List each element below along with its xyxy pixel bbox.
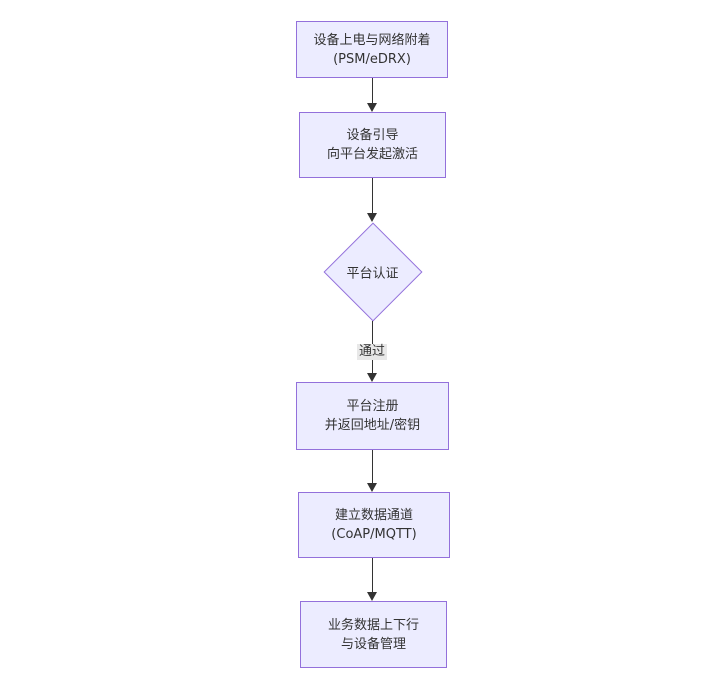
node-label-line: 并返回地址/密钥 <box>324 418 421 433</box>
node-label-line: (PSM/eDRX) <box>333 51 411 67</box>
node-device-bootstrap: 设备引导 向平台发起激活 <box>299 112 446 178</box>
node-platform-auth: 平台认证 <box>322 222 423 321</box>
node-label-line: 业务数据上下行 <box>327 617 419 633</box>
node-business-data: 业务数据上下行 与设备管理 <box>300 601 447 668</box>
node-label-line: 与设备管理 <box>340 636 406 652</box>
edge-label-pass: 通过 <box>356 344 388 360</box>
node-label-line: (CoAP/MQTT) <box>331 527 417 542</box>
edge-line-1 <box>372 78 373 104</box>
edge-line-3-lower <box>372 360 373 374</box>
node-label-line: 设备上电与网络附着 <box>313 32 431 48</box>
edge-line-3-upper <box>372 321 373 345</box>
node-label-line: 设备引导 <box>346 128 399 143</box>
node-data-channel: 建立数据通道 (CoAP/MQTT) <box>298 492 450 558</box>
arrowhead-down-icon <box>367 592 377 601</box>
arrowhead-down-icon <box>367 373 377 382</box>
edge-line-2 <box>372 178 373 214</box>
node-label-line: 平台注册 <box>346 399 399 414</box>
arrowhead-down-icon <box>367 103 377 112</box>
arrowhead-down-icon <box>367 213 377 222</box>
arrowhead-down-icon <box>367 483 377 492</box>
node-platform-register: 平台注册 并返回地址/密钥 <box>296 382 449 450</box>
node-label-line: 建立数据通道 <box>334 508 413 523</box>
node-label-line: 平台认证 <box>346 266 399 281</box>
node-device-power-on: 设备上电与网络附着 (PSM/eDRX) <box>296 21 448 78</box>
node-label-line: 向平台发起激活 <box>326 147 418 162</box>
edge-line-4 <box>372 450 373 484</box>
edge-line-5 <box>372 558 373 593</box>
